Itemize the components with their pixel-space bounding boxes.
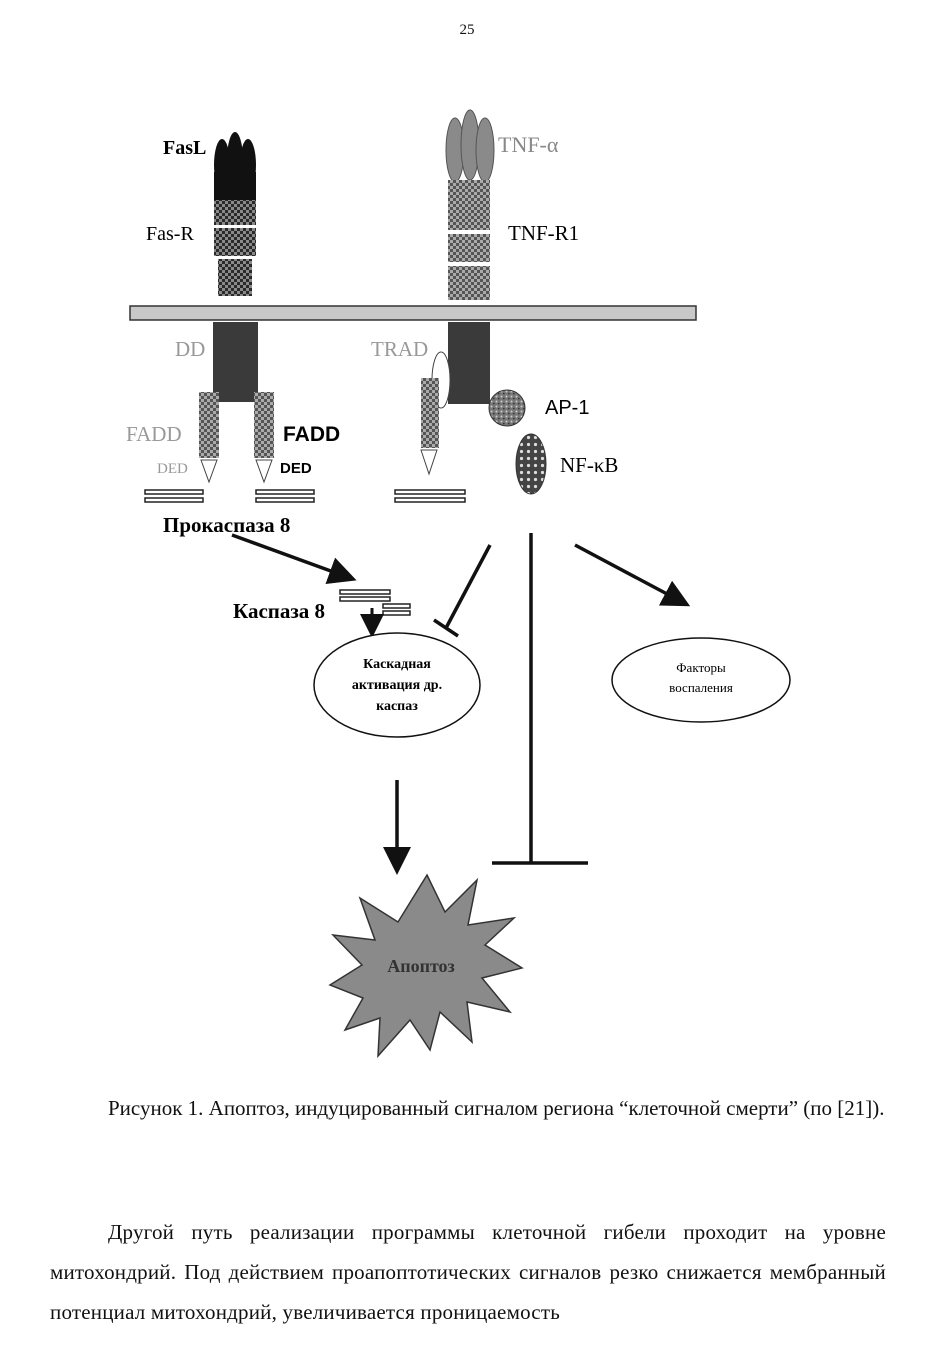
ded-right-triangle (255, 459, 273, 484)
tnf-fadd-block (421, 378, 439, 448)
apoptosis-label: Апоптоз (387, 956, 455, 976)
ap1-label: AP-1 (545, 397, 589, 419)
ded-right-label: DED (280, 460, 312, 477)
tnf-alpha-ligand (445, 109, 495, 183)
tnf-ded-triangle (420, 449, 438, 476)
fadd-left-label: FADD (126, 422, 182, 446)
cascade-text-2: активация др. (352, 678, 442, 693)
fadd-right-label: FADD (283, 423, 340, 446)
fas-death-domain (213, 322, 258, 402)
cell-membrane (129, 305, 697, 321)
caspase-bars (339, 589, 411, 616)
caspase-label: Каспаза 8 (233, 599, 325, 623)
cascade-ellipse (313, 632, 481, 738)
factors-text-2: воспаления (669, 680, 733, 695)
nfkb-to-inflammation-arrow (574, 543, 691, 607)
procaspase-label: Прокаспаза 8 (163, 513, 290, 537)
tnf-r1-label: TNF-R1 (508, 221, 579, 245)
fasl-ligand (214, 132, 256, 202)
fadd-left-block (199, 392, 219, 458)
tnf-r1-death-domain (448, 322, 490, 404)
ded-left-triangle (200, 459, 218, 484)
ap1-circle (488, 389, 526, 427)
trad-label: TRAD (371, 337, 428, 361)
fadd-right-block (254, 392, 274, 458)
page-number: 25 (459, 22, 475, 38)
figure-caption: Рисунок 1. Апоптоз, индуцированный сигна… (108, 1096, 885, 1120)
fas-receptor (214, 200, 256, 296)
ded-left-label: DED (157, 461, 188, 477)
inflammation-ellipse (611, 637, 791, 723)
cascade-text-3: каспаз (376, 699, 418, 714)
dd-label: DD (175, 337, 205, 361)
body-paragraph: Другой путь реализации программы клеточн… (50, 1220, 886, 1324)
cascade-text-1: Каскадная (363, 657, 431, 672)
fas-r-label: Fas-R (146, 223, 194, 245)
tnf-r1-receptor (448, 180, 490, 300)
procaspase-bars (144, 489, 466, 503)
factors-text-1: Факторы (676, 660, 726, 675)
fasl-label: FasL (163, 137, 206, 159)
nfkb-ellipse (515, 433, 547, 495)
procaspase-to-caspase-arrow (231, 533, 357, 584)
nfkb-label: NF-κB (560, 453, 618, 477)
apoptosis-starburst (328, 873, 524, 1059)
apoptosis-diagram: FasL Fas-R TNF-α TNF-R1 DD TRAD AP-1 NF-… (126, 109, 791, 1059)
inhibit-apoptosis-line (492, 533, 588, 865)
tnf-alpha-label: TNF-α (498, 132, 559, 157)
inhibit-cascade-line (433, 544, 492, 638)
